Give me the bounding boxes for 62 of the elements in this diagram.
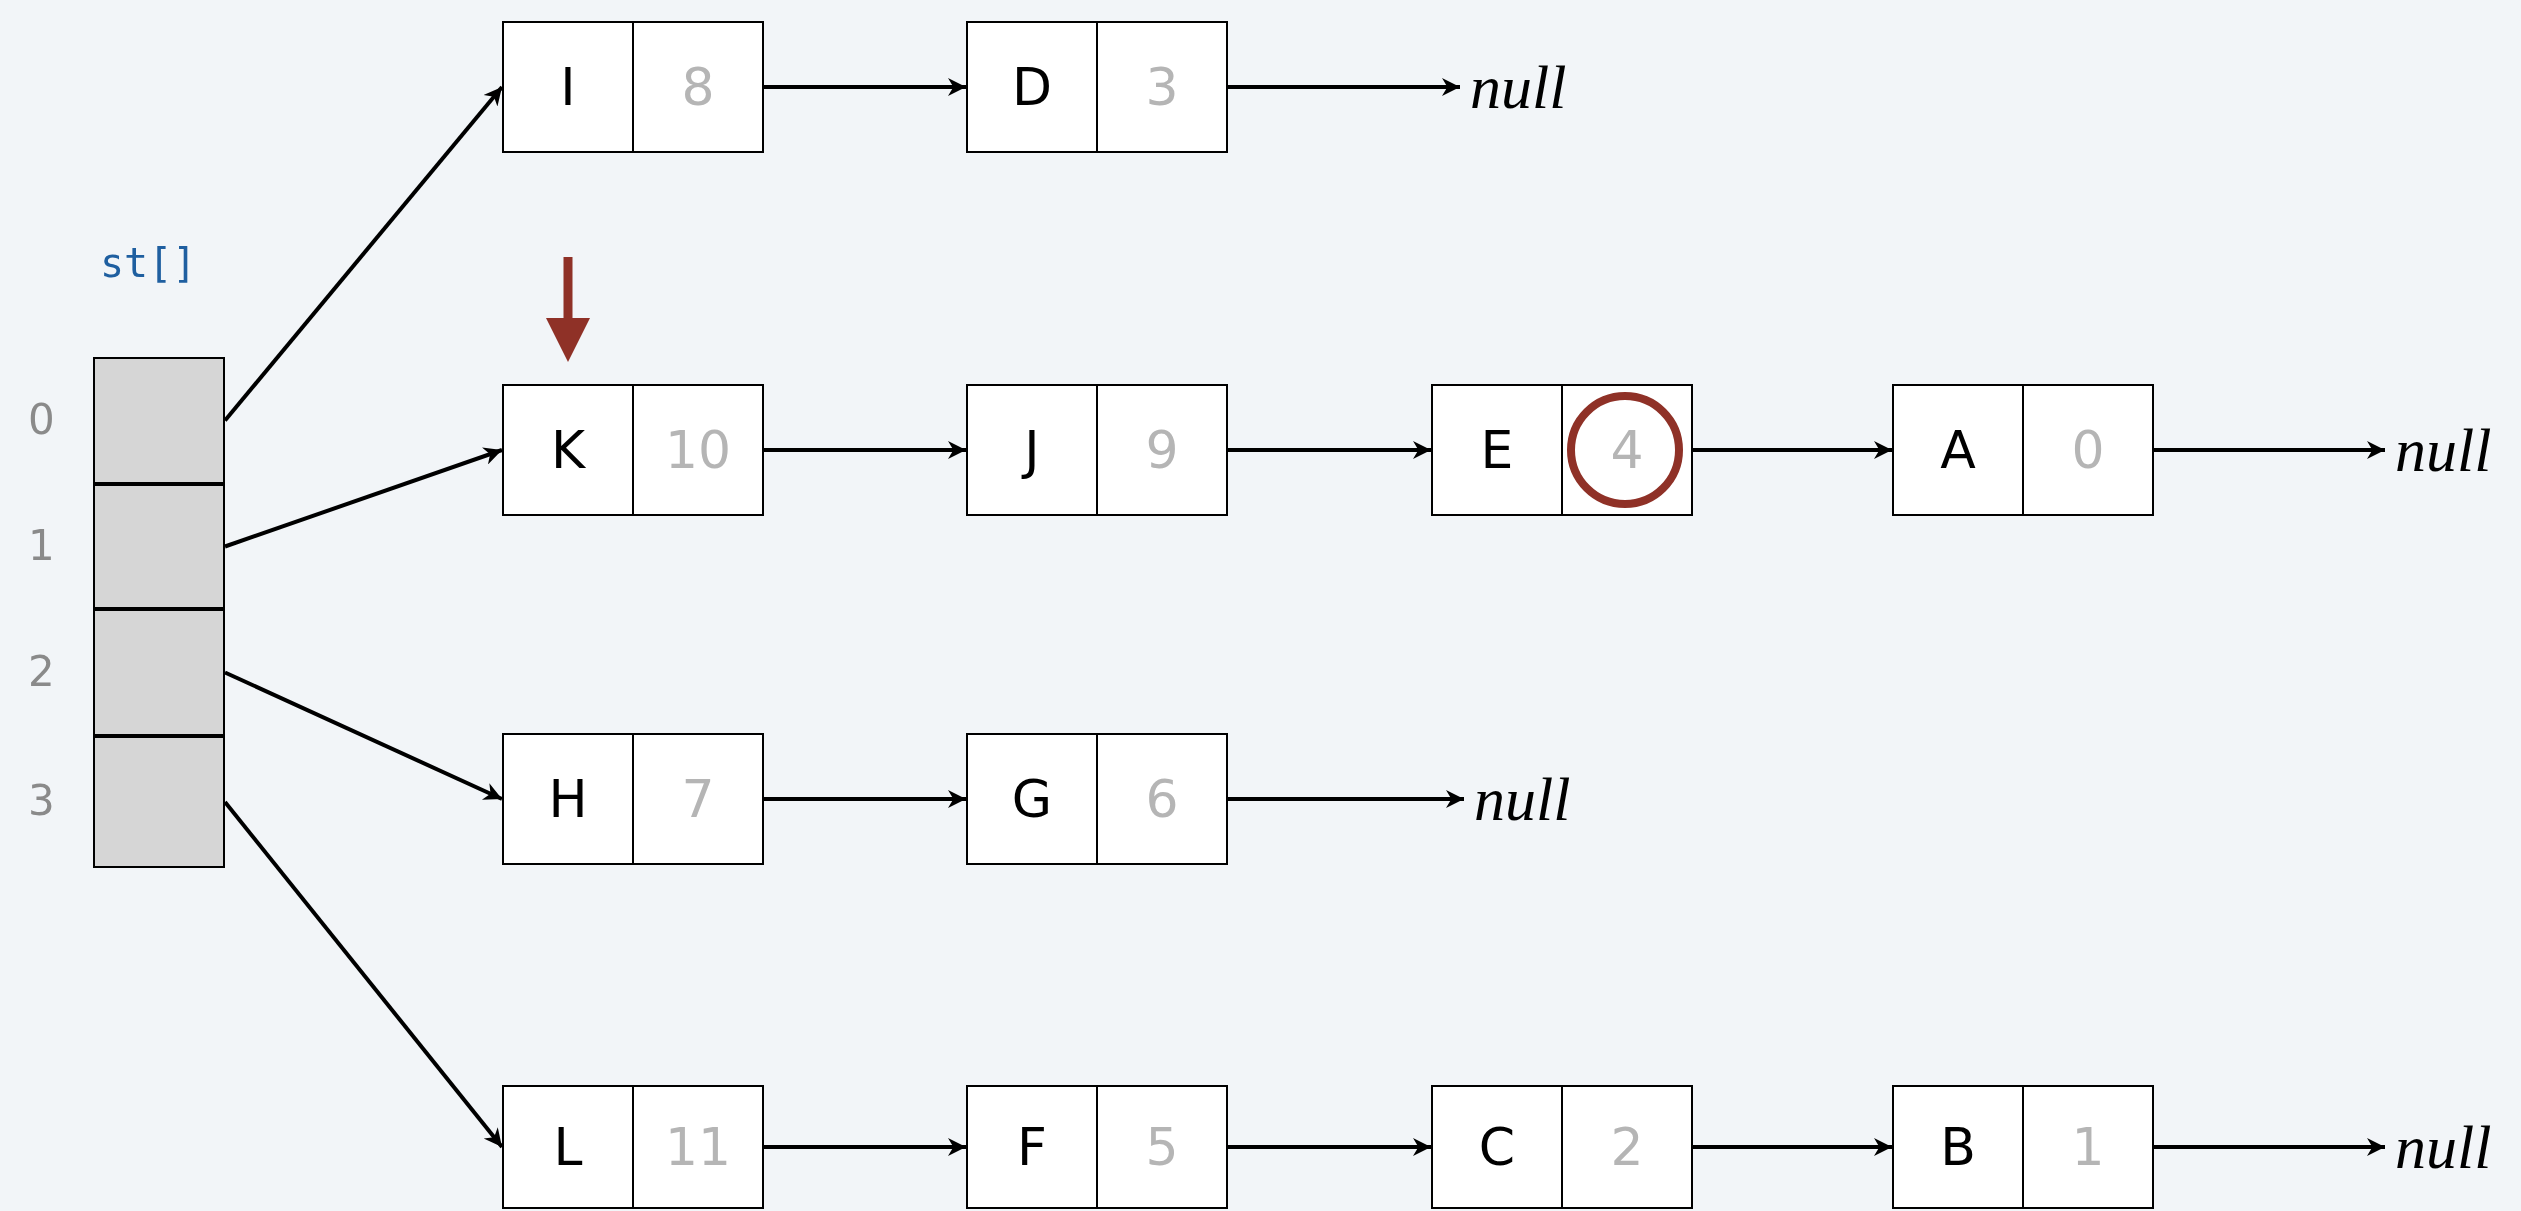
array-cell xyxy=(93,736,225,868)
value-text: 11 xyxy=(664,1117,732,1177)
index-label: 2 xyxy=(28,646,55,696)
key-text: F xyxy=(1017,1117,1047,1177)
list-node xyxy=(966,384,1228,516)
list-node xyxy=(1431,1085,1693,1209)
key-text: K xyxy=(550,420,586,480)
value-text: 6 xyxy=(1145,769,1179,829)
key-text: H xyxy=(548,769,588,829)
array-cell xyxy=(93,484,225,609)
null-text: null xyxy=(2395,1085,2521,1209)
key-text: C xyxy=(1478,1117,1516,1177)
key-text: B xyxy=(1940,1117,1976,1177)
list-node xyxy=(502,21,764,153)
null-text: null xyxy=(2395,384,2521,516)
list-node xyxy=(966,21,1228,153)
arrow xyxy=(764,78,966,96)
null-text: null xyxy=(1474,733,1604,865)
value-text: 5 xyxy=(1145,1117,1179,1177)
arrow xyxy=(1228,78,1460,96)
value-text: 4 xyxy=(1610,420,1644,480)
value-text: 0 xyxy=(2071,420,2105,480)
value-text: 7 xyxy=(681,769,715,829)
null-text: null xyxy=(1470,21,1600,153)
key-text: G xyxy=(1011,769,1053,829)
arrow xyxy=(1693,441,1892,459)
index-label: 0 xyxy=(28,394,55,444)
value-text: 3 xyxy=(1145,57,1179,117)
list-node xyxy=(502,733,764,865)
value-text: 8 xyxy=(681,57,715,117)
arrow xyxy=(224,670,503,801)
list-node xyxy=(1892,1085,2154,1209)
key-text: D xyxy=(1011,57,1052,117)
list-node xyxy=(502,384,764,516)
arrow xyxy=(1228,790,1464,808)
index-label: 3 xyxy=(28,776,55,825)
value-text: 10 xyxy=(664,420,732,480)
arrow xyxy=(224,447,503,549)
array-label: st[] xyxy=(100,240,197,286)
value-text: 1 xyxy=(2071,1117,2105,1177)
list-node xyxy=(502,1085,764,1209)
arrow xyxy=(2154,441,2385,459)
arrow xyxy=(764,441,966,459)
value-text: 9 xyxy=(1145,420,1179,480)
key-text: I xyxy=(560,57,576,117)
arrow xyxy=(1228,1138,1431,1156)
key-text: A xyxy=(1940,420,1976,480)
arrow xyxy=(2154,1138,2385,1156)
arrow xyxy=(1228,441,1431,459)
list-node xyxy=(966,733,1228,865)
arrow xyxy=(1693,1138,1892,1156)
list-node xyxy=(1892,384,2154,516)
key-text: E xyxy=(1480,420,1514,480)
arrow xyxy=(764,1138,966,1156)
list-node xyxy=(966,1085,1228,1209)
index-label: 1 xyxy=(28,520,55,570)
list-node xyxy=(1431,384,1693,516)
array-cell xyxy=(93,609,225,736)
value-text: 2 xyxy=(1610,1117,1644,1177)
arrow xyxy=(764,790,966,808)
array-cell xyxy=(93,357,225,484)
key-text: L xyxy=(553,1117,583,1177)
